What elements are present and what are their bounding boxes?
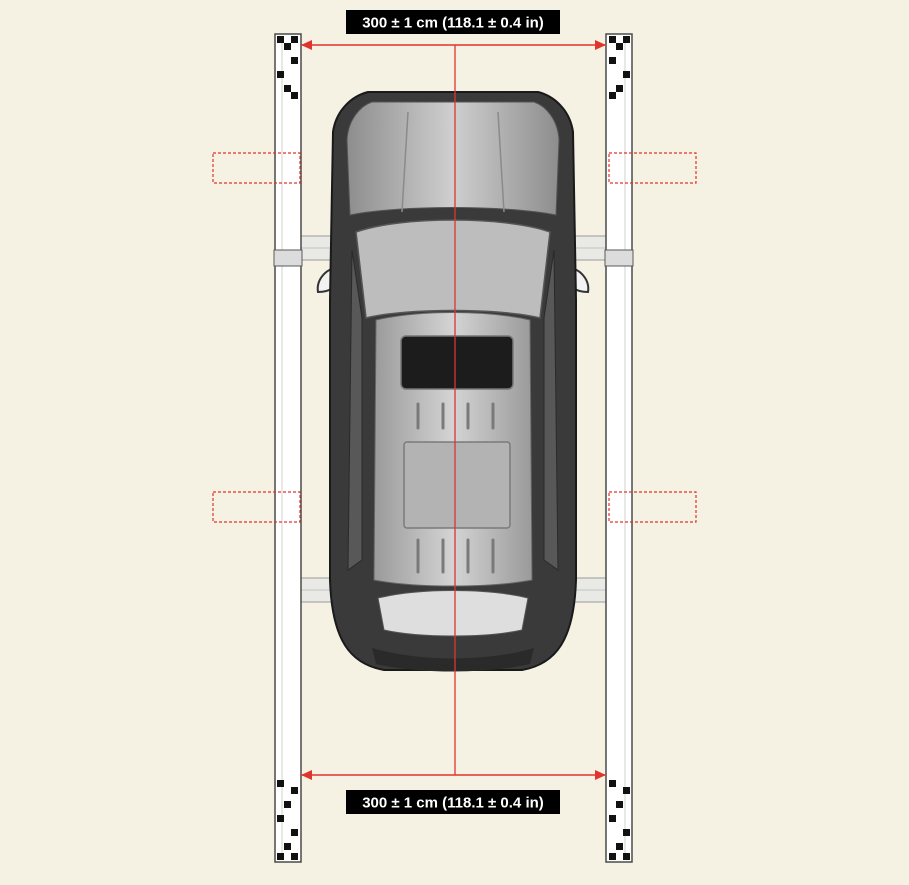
- dimension-label-bottom-text: 300 ± 1 cm (118.1 ± 0.4 in): [362, 795, 544, 812]
- right-rail: [604, 33, 634, 863]
- car-hood: [346, 101, 560, 216]
- dimension-label-top-text: 300 ± 1 cm (118.1 ± 0.4 in): [362, 15, 544, 32]
- right-rail-checker-bottom: [609, 780, 630, 860]
- dimension-label-top: 300 ± 1 cm (118.1 ± 0.4 in): [346, 10, 560, 34]
- car-rear-window: [377, 590, 529, 637]
- car-windshield: [355, 219, 551, 319]
- marker-rear-left: [212, 491, 301, 523]
- marker-rear-right: [608, 491, 697, 523]
- right-rail-checker-top: [609, 36, 630, 99]
- marker-front-left: [212, 152, 301, 184]
- car-roof-panel: [403, 441, 511, 529]
- left-rail-checker-top: [277, 36, 298, 99]
- left-rail: [273, 33, 303, 863]
- left-rail-checker-bottom: [277, 780, 298, 860]
- vehicle-top-view: [316, 91, 590, 672]
- marker-front-right: [608, 152, 697, 184]
- dimension-label-bottom: 300 ± 1 cm (118.1 ± 0.4 in): [346, 790, 560, 814]
- car-sunroof: [400, 335, 514, 390]
